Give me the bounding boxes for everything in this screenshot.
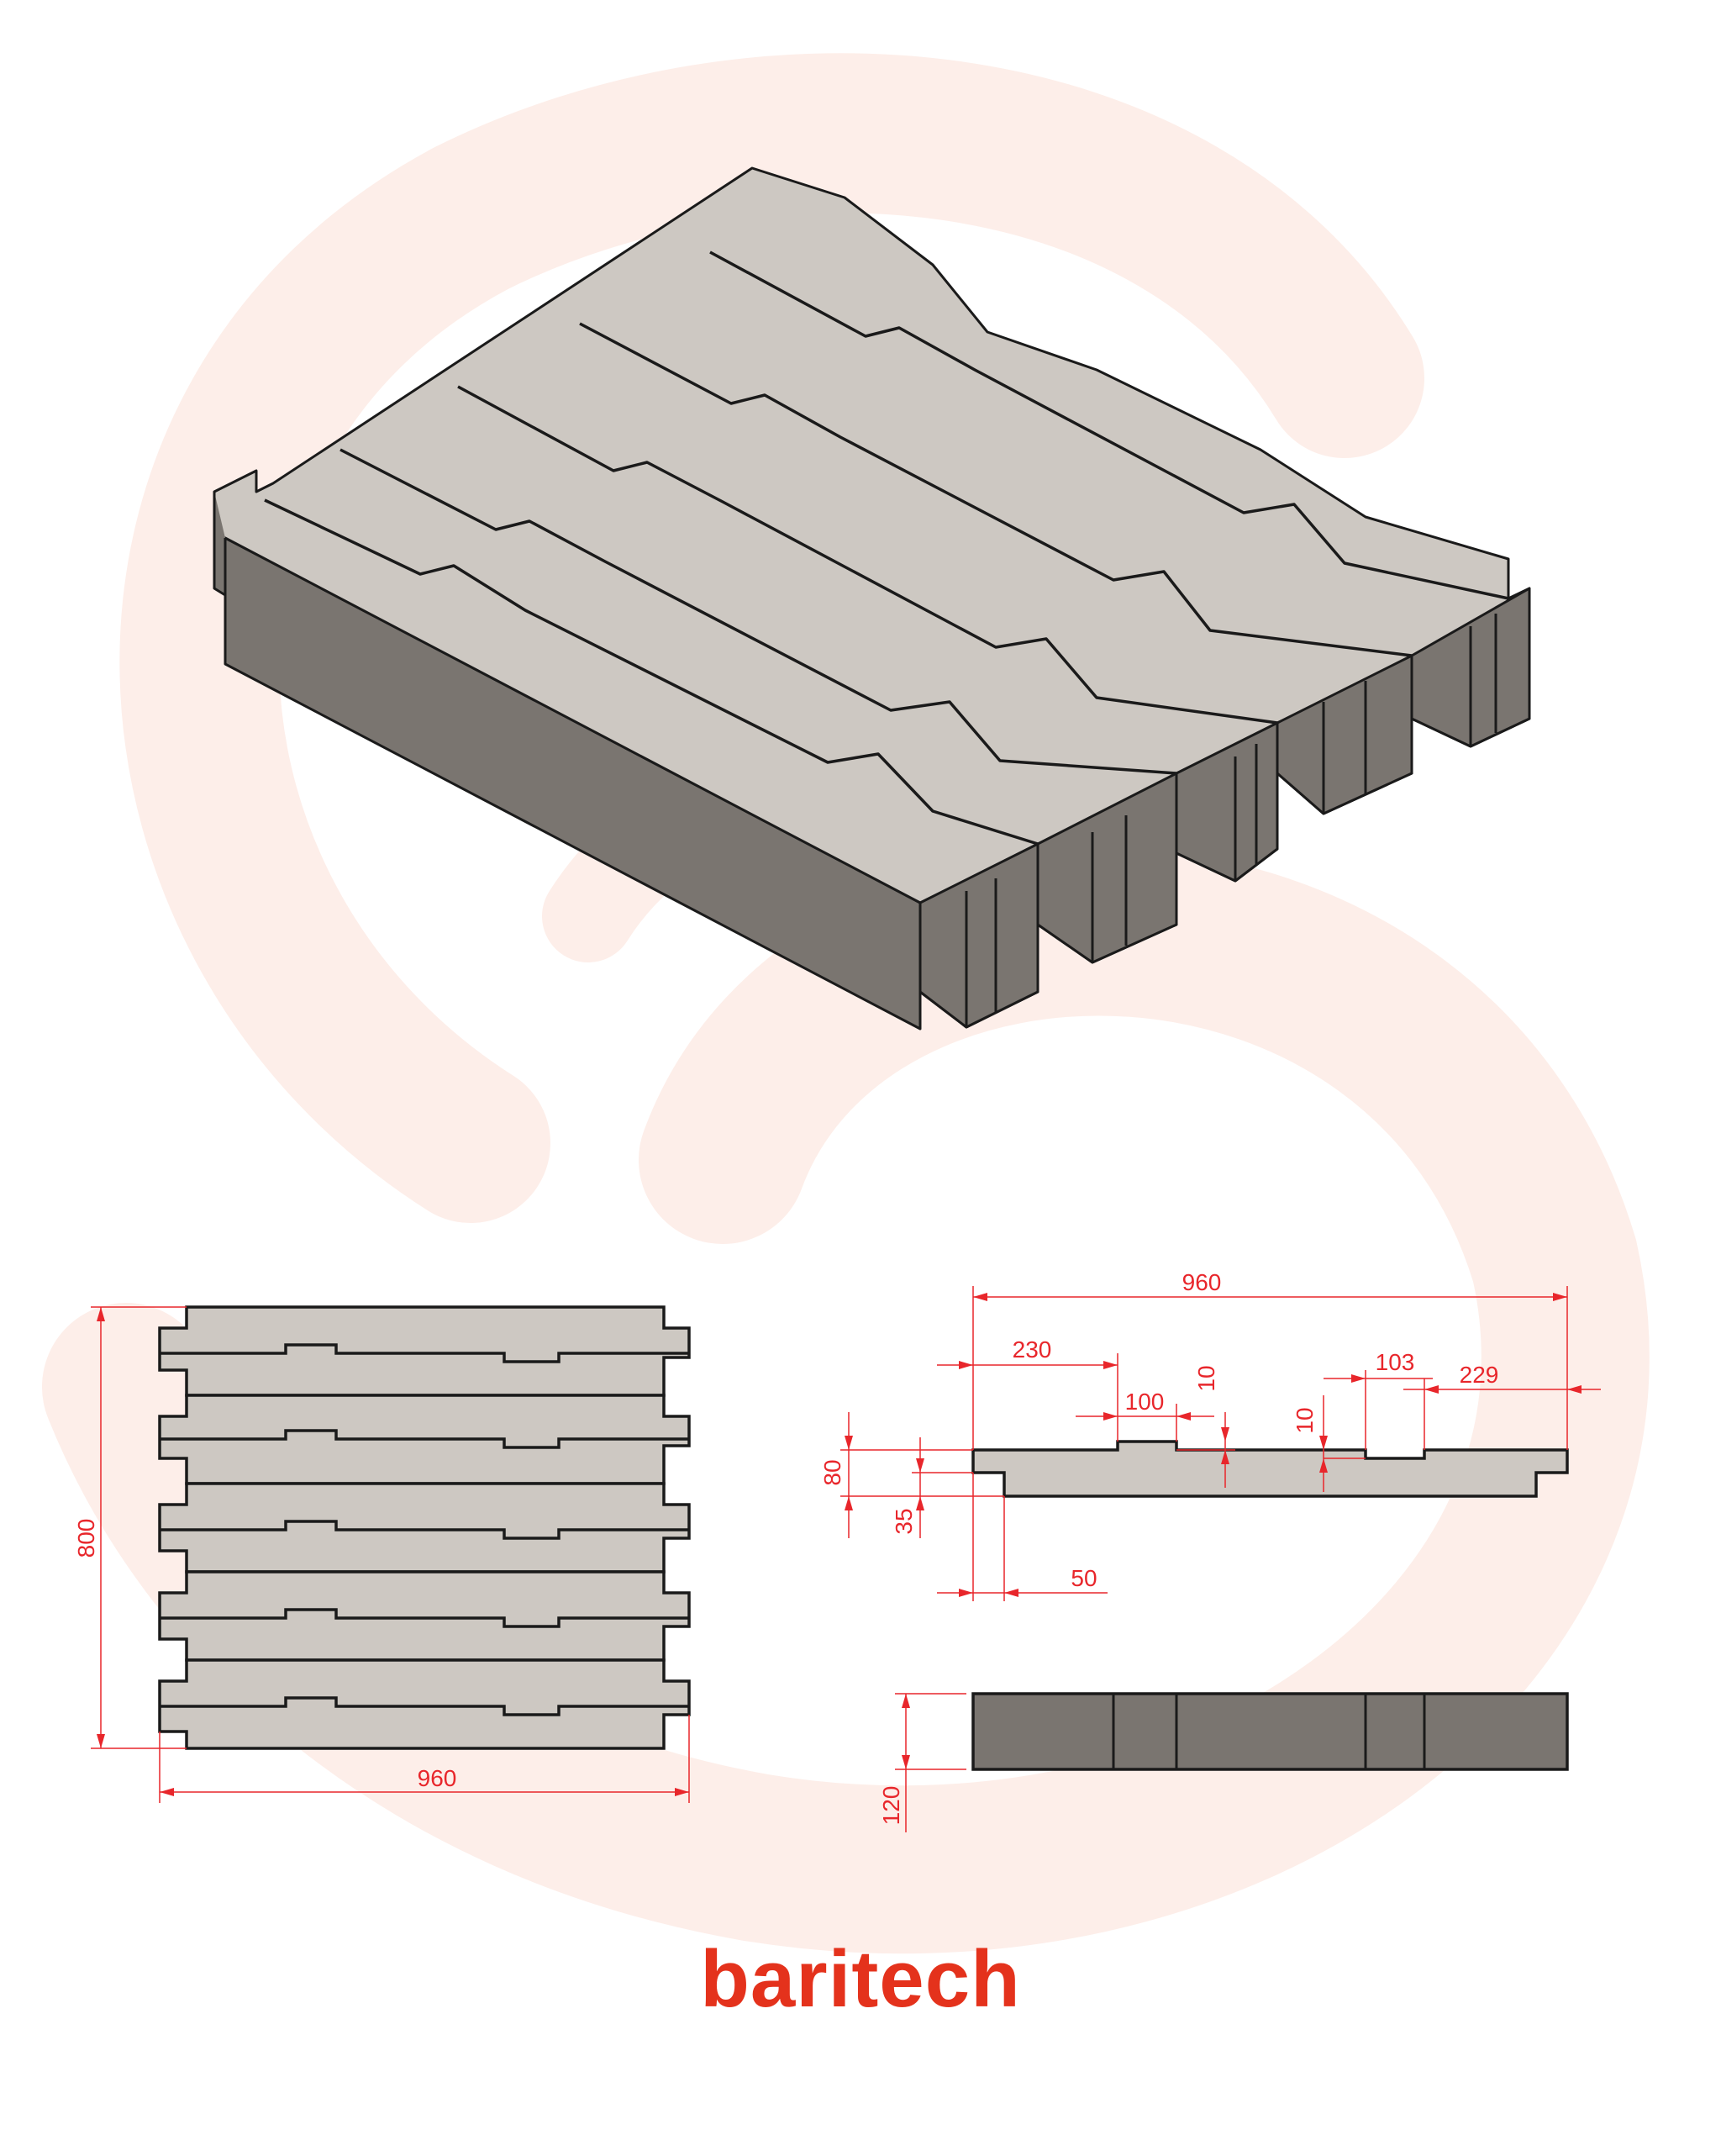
plan-width-label: 960	[418, 1765, 457, 1791]
profile-overall-label: 960	[1182, 1269, 1222, 1295]
plan-boards	[158, 1305, 691, 1750]
profile-dimension-arrows	[845, 1293, 1582, 1597]
plan-board-1	[158, 1305, 691, 1397]
profile-step-label: 35	[891, 1508, 917, 1534]
side-dimension-arrows	[902, 1694, 910, 1769]
pallet-board-seams	[264, 250, 1509, 846]
profile-step-width-label: 50	[1071, 1565, 1097, 1591]
profile-view: 960 230 100 10 103 10 229 80 35 50	[819, 1269, 1601, 1601]
side-block	[971, 1692, 1569, 1771]
plan-board-3	[158, 1482, 691, 1574]
side-block-dividers	[1112, 1694, 1426, 1769]
side-height-label: 120	[878, 1786, 904, 1826]
pallet-corner-step	[213, 492, 227, 597]
isometric-pallet	[213, 166, 1531, 1031]
profile-notch-depth-left-label: 10	[1193, 1365, 1219, 1391]
plan-board-4	[158, 1570, 691, 1662]
plan-board-5	[158, 1658, 691, 1750]
plan-view: 800 960	[73, 1305, 691, 1803]
brand-logo: baritech	[700, 1934, 1021, 2024]
side-view: 120	[878, 1692, 1569, 1832]
plan-inner-seams	[160, 1343, 689, 1716]
plan-dimension-arrows	[97, 1307, 689, 1796]
profile-notch-depth-right-label: 10	[1292, 1407, 1318, 1433]
pallet-end-faces	[918, 587, 1531, 1029]
pallet-end-slot-lines	[965, 614, 1497, 1027]
profile-height-label: 80	[819, 1459, 845, 1485]
profile-section	[971, 1440, 1569, 1498]
profile-right-offset-label: 229	[1460, 1362, 1499, 1388]
profile-right-notch-label: 103	[1376, 1349, 1415, 1375]
profile-notch-width-label: 100	[1125, 1389, 1165, 1415]
profile-left-notch-label: 230	[1013, 1336, 1052, 1363]
plan-dimensions	[91, 1306, 690, 1803]
plan-height-label: 800	[73, 1519, 99, 1558]
